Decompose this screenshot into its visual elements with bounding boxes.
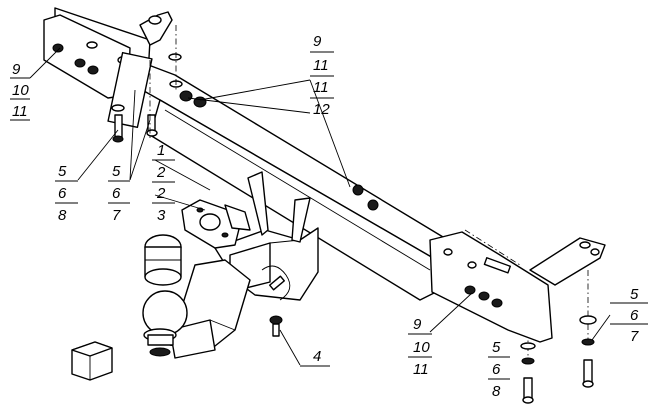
- callout-top-right-1: 9: [313, 33, 322, 50]
- receiver-plug: [71, 341, 113, 381]
- callout-group-center: 1 2 2 3: [152, 142, 175, 224]
- callout-group-top-right: 9 11 11 12: [310, 33, 334, 118]
- callout-center-2: 2: [156, 164, 166, 181]
- hitch-pin: [261, 265, 291, 301]
- callout-group-top-left: 9 10 11: [10, 61, 30, 121]
- right-bracket-nuts: [352, 184, 503, 308]
- left-mounting-bracket: [43, 7, 173, 129]
- callout-group-bottom-right-inner: 5 6 8: [488, 339, 510, 400]
- callout-group-bottom-center: 9 10 11: [408, 316, 432, 378]
- right-bolts: [520, 315, 597, 404]
- callout-bottom-right-inner-2: 6: [492, 361, 501, 378]
- callout-bottom-center-2: 10: [413, 339, 430, 356]
- left-bolts: [111, 104, 158, 143]
- right-mounting-bracket: [429, 231, 606, 343]
- callout-group-bottom-right-outer: 5 6 7: [610, 286, 648, 345]
- callout-top-right-4: 12: [313, 101, 330, 118]
- callout-bottom-right-inner-3: 8: [492, 383, 501, 400]
- callout-top-left-3: 11: [12, 103, 28, 120]
- callout-mid-left-inner-3: 7: [112, 207, 121, 224]
- small-bolt: [269, 315, 283, 337]
- callout-mid-left-inner-1: 5: [112, 163, 121, 180]
- callout-bottom-right-outer-3: 7: [630, 328, 639, 345]
- callout-top-right-2: 11: [313, 57, 329, 74]
- callout-group-mid-left-outer: 5 6 8: [55, 163, 78, 224]
- callout-mid-left-outer-1: 5: [58, 163, 67, 180]
- callout-bottom-center-3: 11: [413, 361, 429, 378]
- callout-bottom-right-outer-2: 6: [630, 307, 639, 324]
- ball-cover: [144, 234, 182, 286]
- callout-group-bolt: 4: [300, 348, 330, 367]
- callout-bottom-right-inner-1: 5: [492, 339, 501, 356]
- callout-center-1: 1: [157, 142, 165, 159]
- callout-bottom-center-1: 9: [413, 316, 422, 333]
- callout-center-3: 2: [156, 185, 166, 202]
- callout-mid-left-outer-2: 6: [58, 185, 67, 202]
- callout-bottom-right-outer-1: 5: [630, 286, 639, 303]
- callout-mid-left-outer-3: 8: [58, 207, 67, 224]
- callout-top-right-3: 11: [313, 79, 329, 96]
- socket-plate: [181, 199, 251, 249]
- callout-top-left-1: 9: [12, 61, 21, 78]
- tow-ball: [142, 290, 188, 357]
- callout-top-left-2: 10: [12, 82, 29, 99]
- callout-group-mid-left-inner: 5 6 7: [108, 163, 130, 224]
- axis-lines: [149, 25, 589, 360]
- callout-mid-left-inner-2: 6: [112, 185, 121, 202]
- callout-center-4: 3: [157, 207, 166, 224]
- callout-bolt-4: 4: [313, 348, 321, 365]
